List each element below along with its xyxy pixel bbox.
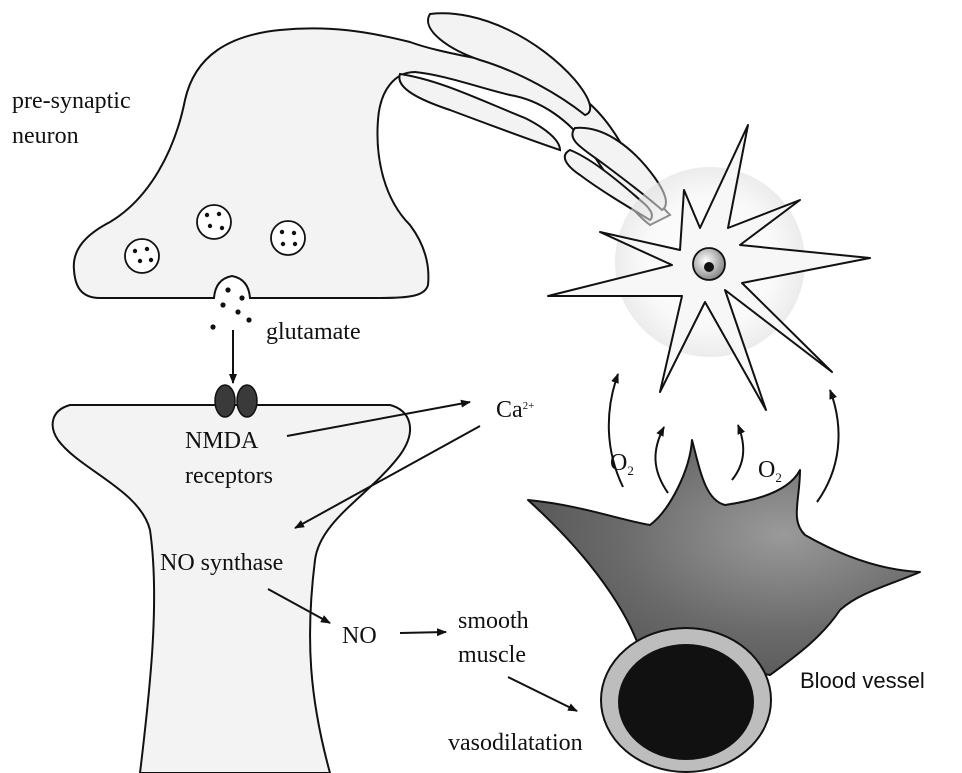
- no-label: NO: [342, 623, 377, 649]
- synaptic-vesicle-3: [271, 221, 305, 255]
- oxygen-flow: [609, 374, 839, 502]
- calcium-symbol: Ca: [496, 397, 523, 423]
- postsynaptic-dendrite: [53, 405, 410, 773]
- no-synthase-label: NO synthase: [160, 550, 283, 576]
- blood-vessel: [601, 628, 771, 772]
- presynaptic-label-line2: neuron: [12, 123, 79, 149]
- oxygen-arrow-3: [732, 425, 743, 480]
- nmda-label-line1: NMDA: [185, 428, 259, 454]
- presynaptic-label-line1: pre-synaptic: [12, 88, 131, 114]
- presynaptic-neuron: pre-synaptic neuron: [12, 13, 670, 298]
- oxygen-right-symbol: O: [758, 457, 775, 483]
- nmda-label-line2: receptors: [185, 463, 273, 489]
- calcium-charge: 2+: [523, 400, 535, 412]
- smooth-muscle-to-vasodilatation-arrow: [508, 677, 577, 711]
- synaptic-vesicle-1: [125, 239, 159, 273]
- synaptic-vesicle-2: [197, 205, 231, 239]
- oxygen-arrow-2: [655, 427, 668, 493]
- glutamate-molecules: [210, 287, 251, 329]
- no-to-smooth-muscle-arrow: [400, 632, 446, 633]
- oxygen-arrow-4: [817, 390, 839, 502]
- oxygen-left-subscript: 2: [627, 463, 634, 478]
- blood-vessel-lumen: [618, 644, 754, 760]
- blood-vessel-label: Blood vessel: [800, 668, 925, 693]
- oxygen-label-right: O2: [758, 457, 782, 485]
- postsynaptic-neuron: NMDA receptors NO synthase: [53, 385, 410, 773]
- smooth-muscle-label-line1: smooth: [458, 608, 529, 634]
- oxygen-left-symbol: O: [610, 450, 627, 476]
- oxygen-label-left: O2: [610, 450, 634, 478]
- smooth-muscle-label-line2: muscle: [458, 642, 526, 668]
- oxygen-right-subscript: 2: [775, 470, 782, 485]
- vasodilatation-label: vasodilatation: [448, 730, 583, 756]
- calcium-label: Ca2+: [496, 397, 534, 423]
- glutamate-label: glutamate: [266, 319, 361, 345]
- target-neuron-nucleolus: [704, 262, 714, 272]
